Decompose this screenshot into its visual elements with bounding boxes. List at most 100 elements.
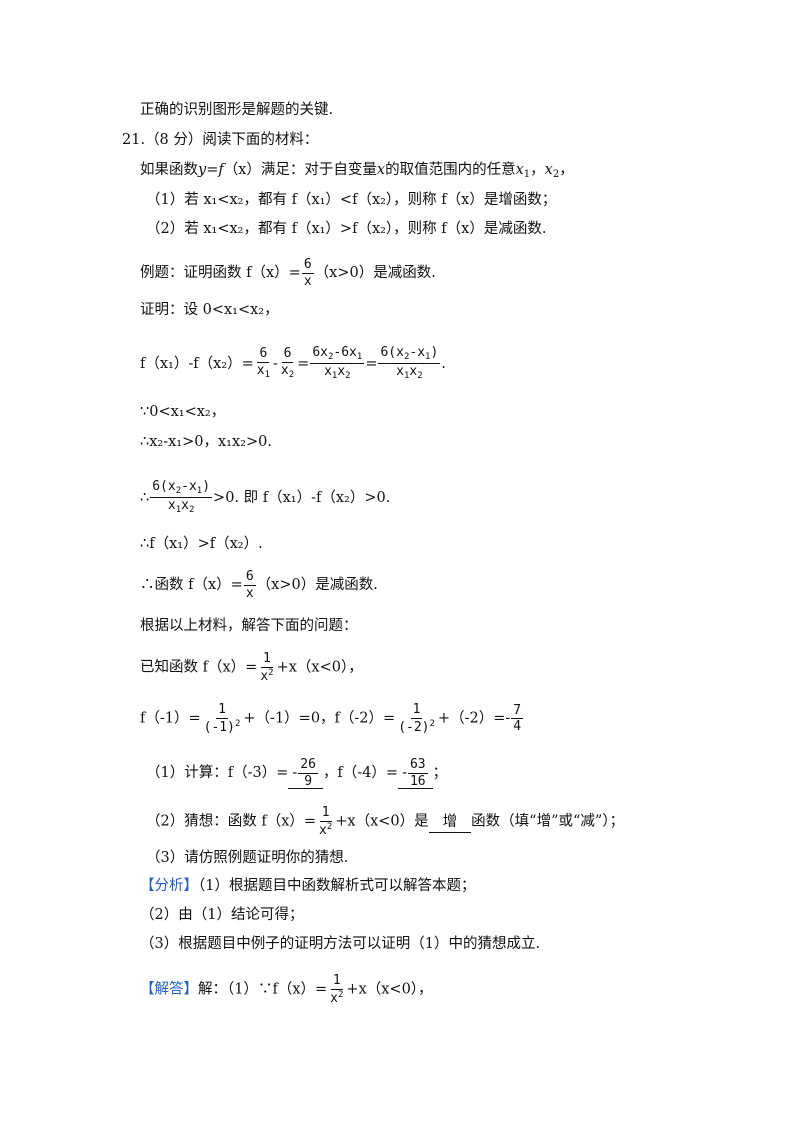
fraction: 6(x2-x1)x1x2 [378, 345, 441, 382]
q2-text-c: 函数（填“增”或“减”）； [471, 813, 625, 830]
fraction-den: x [245, 585, 254, 601]
proof-lhs: f（x₁）-f（x₂）= [140, 355, 254, 372]
fraction: 1(-1)2 [202, 703, 243, 734]
example-text-b: （x>0）是减函数. [314, 265, 436, 282]
hence-text-b: （x>0）是减函数. [256, 577, 378, 594]
question-number: 21. [122, 132, 146, 148]
fraction-num: 6x2-6x1 [310, 346, 365, 365]
fraction-den: x2 [279, 363, 296, 380]
fraction-num: 63 [407, 757, 428, 774]
num-part: 6(x [380, 345, 404, 360]
def-text-c: 的取值范围内的任意 [385, 162, 516, 178]
fraction-den: x2 [258, 668, 275, 684]
fraction-den: (-2)2 [396, 719, 437, 735]
fraction: 6(x2-x1)x1x2 [150, 479, 213, 516]
den-sub: 2 [288, 370, 295, 381]
analysis-line: 【分析】（1）根据题目中函数解析式可以解答本题； [140, 876, 475, 896]
fraction-den: x2 [317, 822, 334, 838]
num-part: ) [430, 345, 439, 360]
fraction-num: 1 [410, 702, 423, 719]
den-x: x [396, 364, 404, 380]
therefore: ∴ [140, 489, 150, 506]
answer-sign: - [292, 765, 298, 782]
hence-text: >0. 即 f（x₁）-f（x₂）>0. [213, 489, 391, 506]
fraction-num: 1 [216, 702, 228, 719]
den-x: x [409, 364, 418, 380]
den-sub: 2 [345, 371, 351, 382]
fraction-num: 6 [243, 569, 256, 586]
def-f: f [218, 162, 224, 178]
def-sep: ， [530, 162, 545, 178]
def-text-b: 满足：对于自变量 [260, 162, 377, 178]
hence-line-2: ∴6(x2-x1)x1x2>0. 即 f（x₁）-f（x₂）>0. [140, 480, 390, 516]
q2-text-b: +x（x<0）是 [335, 813, 429, 830]
analysis-line-3: （3）根据题目中例子的证明方法可以证明（1）中的猜想成立. [140, 936, 541, 952]
den-part: (-2) [398, 719, 430, 735]
fraction-den: x1x2 [394, 364, 425, 381]
den-x: x [337, 364, 346, 380]
q1-text-c: ； [432, 765, 448, 782]
fraction-den: (-1)2 [202, 719, 243, 735]
den-x: x [319, 822, 327, 838]
q1-text: （1）计算：f（-3）= [146, 765, 289, 782]
def-text: 如果函数 [140, 162, 198, 178]
den-part: (-1) [203, 719, 235, 735]
den-sup: 2 [268, 667, 274, 678]
den-x: x [256, 363, 265, 379]
task-line: 根据以上材料，解答下面的问题： [140, 618, 358, 634]
fraction-den: x1x2 [322, 364, 353, 381]
since-line: ∵0<x₁<x₂， [140, 404, 226, 420]
def-eq: = [206, 162, 219, 178]
hence-line-1: ∴x₂-x₁>0，x₁x₂>0. [140, 434, 272, 450]
fraction-num: 6 [257, 346, 270, 364]
den-x: x [260, 668, 269, 684]
den-x: x [324, 364, 332, 380]
fraction-den: 9 [304, 773, 313, 789]
num-part: ) [202, 479, 211, 494]
period: . [441, 355, 446, 372]
num-sub: 1 [356, 352, 363, 362]
example-text: 例题：证明函数 f（x）= [140, 265, 301, 282]
calc-examples: f（-1）=1(-1)2+（-1）=0，f（-2）=1(-2)2+（-2）=-7… [140, 703, 524, 734]
fraction-den: 16 [409, 773, 426, 789]
den-sup: 2 [338, 989, 344, 1000]
fraction-num: 1 [319, 805, 332, 822]
minus-sign: - [273, 355, 278, 372]
num-part: 6(x [152, 479, 176, 494]
hence-line-3: ∴f（x₁）>f（x₂）. [140, 536, 263, 552]
den-sub: 1 [264, 370, 271, 381]
num-sub: 2 [403, 352, 410, 362]
fraction-den: x1 [255, 363, 272, 380]
fraction-num: 1 [330, 973, 343, 990]
solution-tag: 【解答】 [140, 981, 198, 998]
condition-1: （1）若 x₁<x₂，都有 f（x₁）<f（x₂），则称 f（x）是增函数； [146, 192, 557, 208]
calc-text: f（-1）= [140, 710, 201, 727]
analysis-text: （1）根据题目中函数解析式可以解答本题； [198, 878, 476, 894]
num-sub: 1 [425, 352, 431, 362]
question-header: 21.（8 分）阅读下面的材料： [122, 130, 318, 150]
proof-start: 证明：设 0<x₁<x₂， [140, 302, 279, 318]
num-sub: 2 [175, 486, 182, 496]
num-sub: 2 [327, 352, 334, 362]
def-x2-sub: 2 [552, 169, 560, 180]
den-sub: 2 [188, 505, 195, 516]
def-end: ， [559, 162, 574, 178]
text-line: 正确的识别图形是解题的关键. [140, 102, 334, 118]
equals-sign: = [365, 355, 378, 372]
solution-text-b: +x（x<0）， [346, 981, 433, 998]
